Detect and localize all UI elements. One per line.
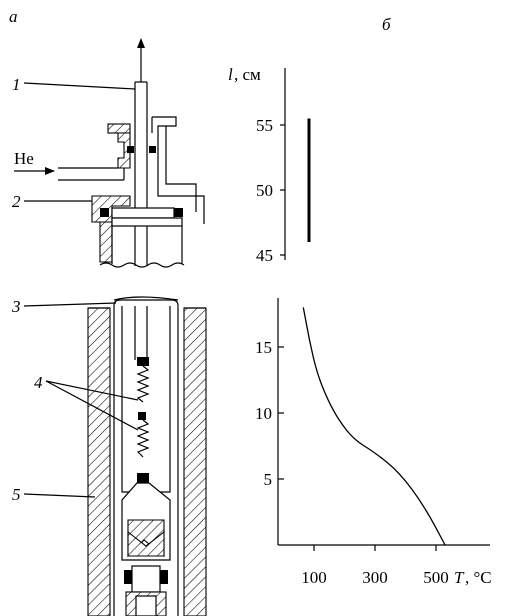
callout-5: 5 (12, 485, 21, 504)
rod (134, 38, 148, 266)
plot-top: 55 50 45 l , см (228, 65, 311, 265)
plot-bottom-xlabel-unit: , °С (465, 568, 492, 587)
he-label: He (14, 149, 34, 168)
plot-top-ylabel-var: l (228, 65, 233, 84)
outer-tube (87, 307, 207, 616)
callout-1: 1 (12, 75, 21, 94)
sample-holder (121, 357, 171, 616)
callout-3: 3 (11, 297, 21, 316)
callout-2: 2 (12, 192, 21, 211)
panel-label-b: б (382, 15, 391, 34)
callout-4: 4 (34, 373, 43, 392)
plot-bottom-xlabel-var: T (454, 568, 465, 587)
plot-bottom-ytick-label-1: 10 (255, 404, 272, 423)
plot-bottom-xtick-label-0: 100 (301, 568, 327, 587)
temperature-curve (302, 307, 446, 546)
plot-bottom-xtick-label-1: 300 (362, 568, 388, 587)
inner-tube (113, 296, 179, 616)
plot-top-ylabel-unit: , см (234, 65, 261, 84)
panel-label-a: а (9, 7, 18, 26)
plot-top-tick-label-0: 55 (256, 116, 273, 135)
plot-top-tick-label-1: 50 (256, 181, 273, 200)
head-fitting (58, 116, 205, 268)
apparatus-diagram: He (11, 38, 207, 616)
plot-bottom-ytick-label-0: 15 (255, 338, 272, 357)
callout-lines (23, 82, 139, 498)
plot-top-tick-label-2: 45 (256, 246, 273, 265)
plot-bottom-ytick-label-2: 5 (264, 470, 273, 489)
plot-bottom-xtick-label-2: 500 (423, 568, 449, 587)
plot-bottom: 15 10 5 100 300 500 T , °С (255, 298, 492, 587)
